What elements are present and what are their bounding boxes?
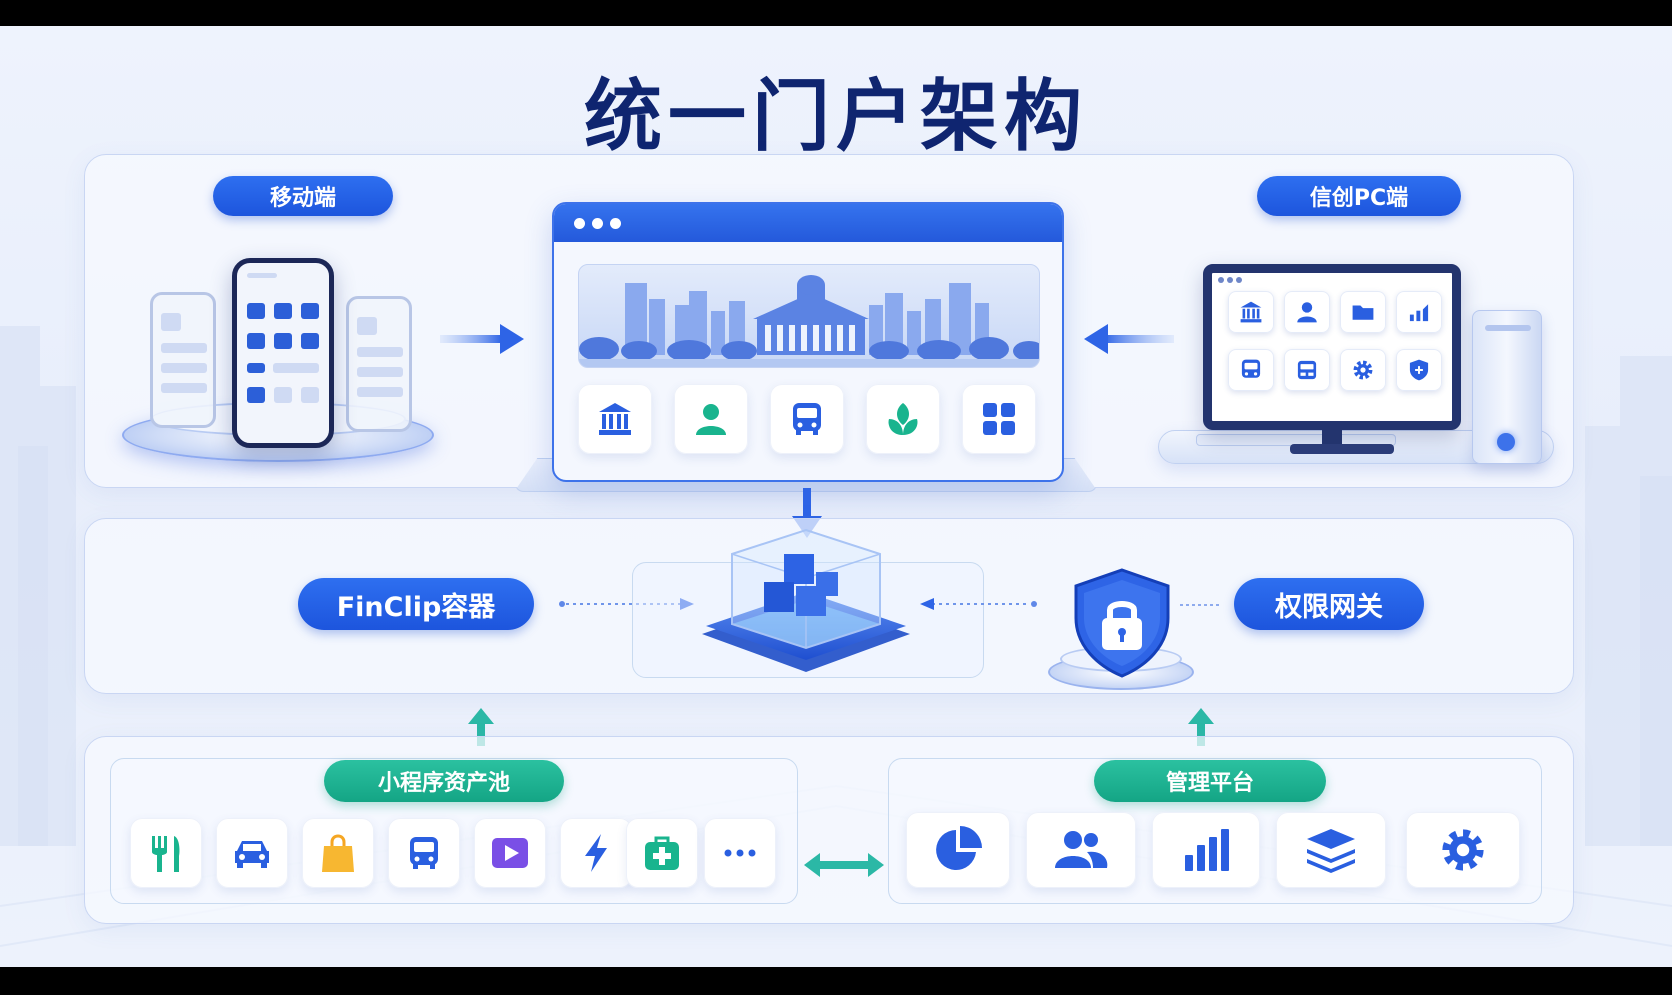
pc-monitor [1203,264,1461,430]
fork-knife-icon [152,836,180,872]
dotted-arrow-left [920,598,1037,610]
lightning-icon [585,834,607,872]
page-title: 统一门户架构 [583,72,1088,162]
pc-card-tile[interactable] [1284,349,1330,391]
play-icon-tile[interactable] [474,818,546,888]
apps-grid-icon-tile[interactable] [962,384,1036,454]
permission-gateway-label: 权限网关 [1234,578,1424,630]
phone-main [232,258,334,448]
arrow-mobile-to-portal [440,324,524,354]
bus-icon [1241,359,1261,378]
monitor-foot [1290,444,1394,454]
users-icon-tile[interactable] [1026,812,1136,888]
apps-grid-icon [983,403,1015,435]
medical-kit-icon-tile[interactable] [626,818,698,888]
power-button-icon [1497,433,1515,451]
shield-icon [1409,359,1429,381]
double-arrow-icon [804,853,884,877]
pc-label: 信创PC端 [1257,176,1461,216]
phone-left [150,292,216,428]
user-icon-tile[interactable] [674,384,748,454]
pc-bank-tile[interactable] [1228,291,1274,333]
mini-program-pool-label: 小程序资产池 [324,760,564,802]
city-skyline-image [579,275,1039,367]
phone-right [346,296,412,432]
portal-banner [578,264,1040,368]
play-icon [492,838,528,868]
lightning-icon-tile[interactable] [560,818,632,888]
bus-icon [410,837,438,869]
layers-icon-tile[interactable] [1276,812,1386,888]
bank-icon [1240,301,1262,323]
arrow-pc-to-portal [1084,324,1174,354]
car-icon-tile[interactable] [216,818,288,888]
gateway-connector [1180,604,1220,606]
plant-icon [888,403,918,435]
arrow-platform-to-gateway [1188,708,1214,746]
shopping-bag-icon-tile[interactable] [302,818,374,888]
bus-icon-tile[interactable] [770,384,844,454]
gear-icon [1442,829,1484,871]
more-icon-tile[interactable] [704,818,776,888]
pc-shield-tile[interactable] [1396,349,1442,391]
pc-bus-tile[interactable] [1228,349,1274,391]
medical-kit-icon [645,836,679,870]
car-icon [235,841,269,868]
folder-icon [1352,305,1374,320]
pie-chart-icon [936,826,982,870]
plant-icon-tile[interactable] [866,384,940,454]
bus-icon-tile-pool[interactable] [388,818,460,888]
bank-icon-tile[interactable] [578,384,652,454]
mobile-label: 移动端 [213,176,393,216]
portal-titlebar [554,204,1062,242]
layers-icon [1307,829,1355,873]
users-icon [1055,831,1108,868]
gear-icon [1353,360,1373,380]
more-icon [724,849,756,857]
lock-shield-icon [1074,568,1170,678]
monitor-stand [1322,430,1342,446]
finclip-container-label: FinClip容器 [298,578,534,630]
bus-icon [793,403,821,435]
pie-chart-icon-tile[interactable] [906,812,1010,888]
user-icon [1297,302,1317,323]
pc-folder-tile[interactable] [1340,291,1386,333]
city-background [0,326,1672,947]
pc-gear-tile[interactable] [1340,349,1386,391]
architecture-stage: 统一门户架构 移动端 [0,26,1672,967]
card-icon [1297,360,1317,380]
fork-knife-icon-tile[interactable] [130,818,202,888]
management-platform-label: 管理平台 [1094,760,1326,802]
bank-icon [599,403,631,435]
bar-chart-icon-tile[interactable] [1152,812,1260,888]
pc-tower [1472,310,1542,464]
user-icon [696,404,726,435]
portal-window [552,202,1064,482]
bar-chart-icon [1185,829,1229,871]
pc-user-tile[interactable] [1284,291,1330,333]
shopping-bag-icon [322,834,354,872]
gear-icon-tile[interactable] [1406,812,1520,888]
cube-platform-icon [702,528,910,672]
arrow-pool-to-container [468,708,494,746]
chart-icon [1409,304,1429,322]
pc-chart-tile[interactable] [1396,291,1442,333]
